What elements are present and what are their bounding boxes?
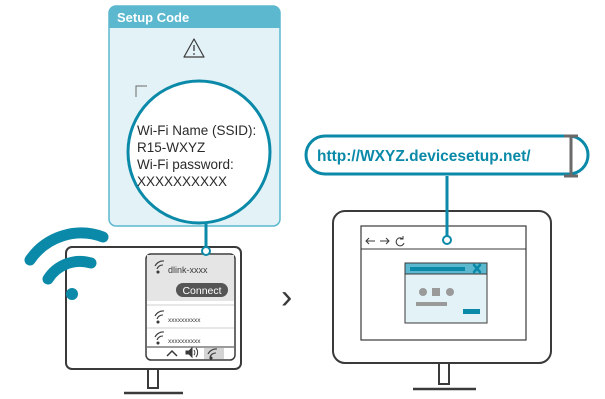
browser-window <box>360 225 527 341</box>
network-name: xxxxxxxxxx <box>168 338 201 345</box>
chevron-up-icon <box>166 349 178 357</box>
wifi-icon <box>207 348 218 360</box>
browser-nav[interactable] <box>365 236 405 247</box>
close-icon <box>472 263 482 274</box>
speaker-icon <box>185 346 199 359</box>
ssid-label: Wi-Fi Name (SSID): <box>137 123 256 138</box>
url-callout: http://WXYZ.devicesetup.net/ <box>304 134 590 245</box>
password-value: XXXXXXXXXX <box>137 174 227 189</box>
connect-button-label: Connect <box>182 285 221 297</box>
wifi-icon <box>154 310 165 324</box>
corner-mark <box>135 85 147 97</box>
wifi-signal-icon <box>24 227 109 300</box>
next-step-arrow: › <box>281 278 292 316</box>
taskbar <box>166 346 224 360</box>
network-name: dlink-xxxx <box>168 265 208 275</box>
refresh-icon <box>395 236 405 247</box>
network-row-selected[interactable]: dlink-xxxx <box>154 260 208 275</box>
setup-code-header: Setup Code <box>117 10 189 25</box>
forward-arrow-icon <box>380 237 390 245</box>
back-arrow-icon <box>365 237 375 245</box>
wifi-network-panel: dlink-xxxx Connect xxxxxxxxxx xxxxxxxxxx <box>145 253 236 361</box>
ssid-value: R15-WXYZ <box>137 140 205 155</box>
wifi-icon <box>154 331 165 345</box>
url-text: http://WXYZ.devicesetup.net/ <box>317 148 531 165</box>
setup-dialog <box>404 262 488 324</box>
warning-icon <box>183 38 205 58</box>
wifi-icon <box>154 260 165 274</box>
network-name: xxxxxxxxxx <box>168 317 201 324</box>
magnifier-callout: Wi-Fi Name (SSID): R15-WXYZ Wi-Fi passwo… <box>126 79 272 256</box>
connect-button[interactable]: Connect <box>176 283 228 297</box>
network-row[interactable]: xxxxxxxxxx <box>154 310 201 324</box>
text-cursor-icon <box>564 134 578 178</box>
network-row[interactable]: xxxxxxxxxx <box>154 331 201 345</box>
password-label: Wi-Fi password: <box>137 157 234 172</box>
